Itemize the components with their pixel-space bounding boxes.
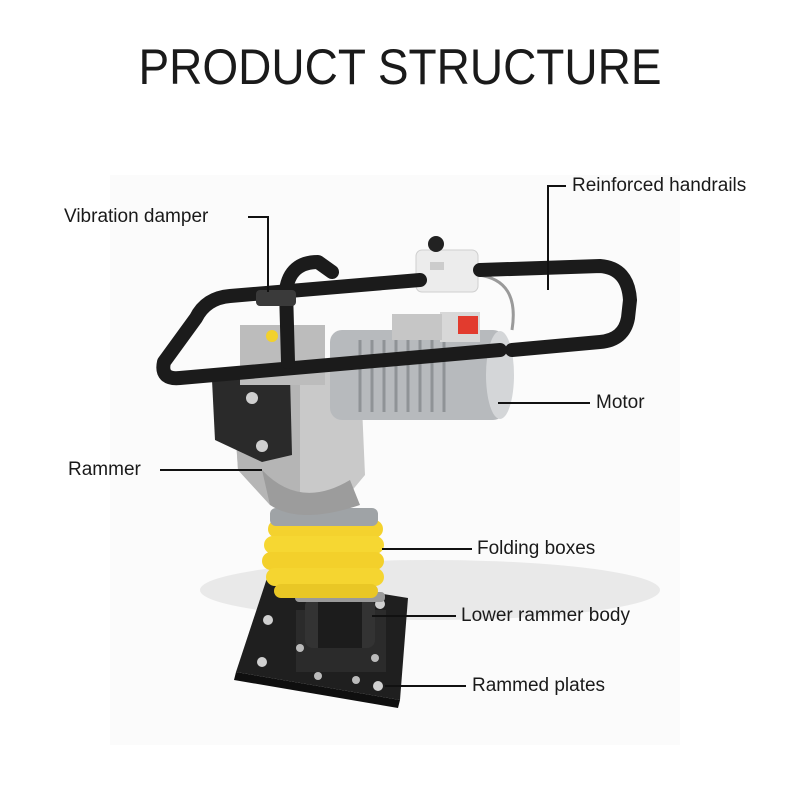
label-reinforced-handrails: Reinforced handrails: [572, 175, 747, 196]
page-title: PRODUCT STRUCTURE: [138, 39, 662, 95]
leader-lines: [160, 185, 590, 687]
vibration-damper-shape: [256, 290, 296, 306]
label-folding-boxes: Folding boxes: [477, 538, 596, 559]
rammer-housing-shape: [212, 325, 365, 515]
label-vibration-damper: Vibration damper: [64, 206, 209, 227]
label-lower-rammer-body: Lower rammer body: [461, 605, 630, 626]
label-rammer: Rammer: [68, 459, 141, 480]
handrail-shape: [156, 255, 637, 386]
label-rammed-plates: Rammed plates: [472, 675, 606, 696]
lower-rammer-body-shape: [295, 592, 385, 648]
label-motor: Motor: [596, 392, 645, 413]
folding-boxes-shape: [262, 508, 384, 598]
